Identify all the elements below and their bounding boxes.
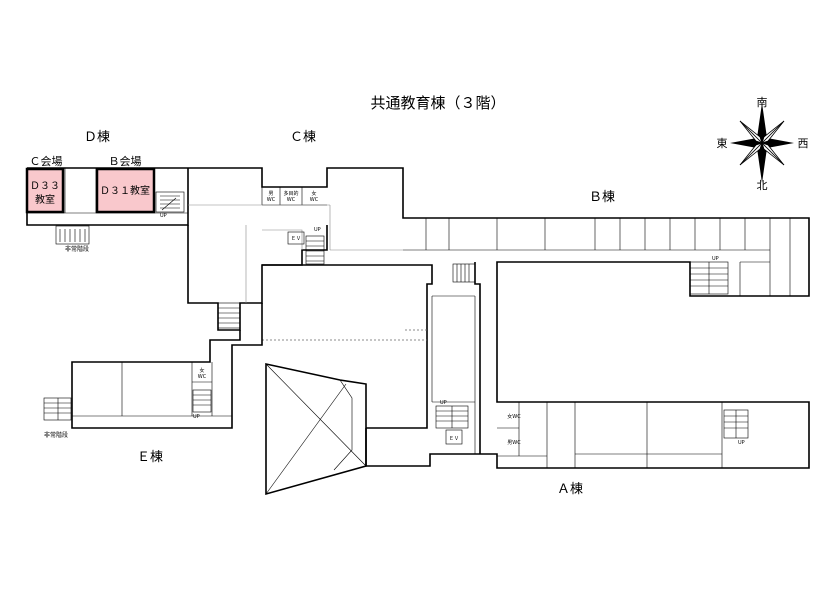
building-label-d: Ｄ棟: [84, 130, 110, 145]
stairs-d: [155, 191, 185, 213]
stairs-connector-top: [452, 263, 476, 283]
stairs-e: [192, 389, 212, 413]
wc-female-c-label: 女: [311, 190, 316, 197]
stairs-c: [305, 235, 325, 265]
wing-e: [71, 303, 263, 429]
wing-c: [188, 167, 810, 297]
compass-west-label: 西: [798, 137, 809, 150]
compass-east-label: 東: [717, 137, 728, 150]
emergency-stairs-label-d: 非常階段: [65, 245, 89, 253]
wc-female-c-sub: WC: [310, 197, 319, 203]
wc-female-e-sub: WC: [198, 374, 207, 380]
wc-male-c-label: 男: [268, 191, 273, 197]
emergency-stairs-d: [55, 225, 90, 245]
building-label-e: Ｅ棟: [137, 450, 163, 465]
wing-a: [262, 261, 810, 469]
venue-label-b: Ｂ会場: [109, 155, 142, 168]
stairs-a: [723, 409, 749, 439]
wc-female-e-label: 女: [199, 367, 204, 374]
emergency-stairs-e: [43, 397, 72, 421]
atrium-hall: [265, 363, 367, 496]
emergency-stairs-label-e: 非常階段: [44, 431, 68, 439]
map-title: 共通教育棟（３階）: [370, 94, 505, 112]
up-label-b: UP: [712, 256, 719, 262]
compass-north-label: 北: [757, 179, 768, 192]
building-label-c: Ｃ棟: [290, 130, 316, 145]
wc-accessible-c-label: 多目的: [283, 190, 298, 197]
building-label-a: Ａ棟: [557, 482, 583, 497]
up-label-e: UP: [193, 414, 200, 420]
venue-label-c: Ｃ会場: [30, 155, 63, 168]
elevator-c-label: ＥＶ: [291, 236, 301, 242]
room-d31[interactable]: [95, 167, 156, 214]
stairs-d-lower: [217, 302, 241, 329]
compass-rose-icon: [730, 103, 794, 183]
wing-b: [403, 218, 791, 296]
wc-accessible-c-sub: WC: [287, 197, 296, 203]
up-label-connector: UP: [440, 400, 447, 406]
room-d33-label-line1: Ｄ３３: [30, 181, 60, 192]
room-d33-label-line2: 教室: [35, 193, 55, 206]
up-label-d: UP: [160, 213, 167, 219]
stairs-b: [689, 261, 729, 295]
room-d33[interactable]: [25, 167, 65, 214]
wc-male-c-sub: WC: [267, 197, 276, 203]
up-label-a: UP: [738, 440, 745, 446]
wc-male-a-label: 男WC: [507, 440, 521, 446]
elevator-a-label: ＥＶ: [449, 436, 459, 442]
up-label-c: UP: [314, 227, 321, 233]
stairs-connector-bottom: [435, 405, 469, 429]
room-d31-label: Ｄ３１教室: [100, 184, 150, 197]
building-label-b: Ｂ棟: [589, 190, 615, 205]
compass-south-label: 南: [757, 96, 768, 109]
wc-female-a-label: 女WC: [507, 413, 521, 420]
